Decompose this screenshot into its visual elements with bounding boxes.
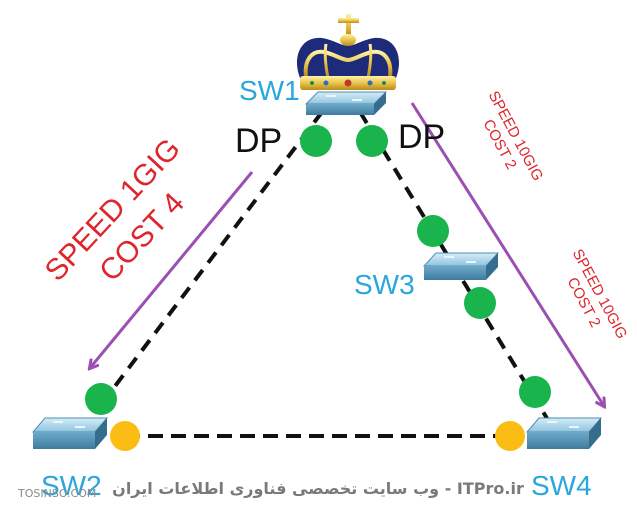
link-label-right-lower: SPEED 10GIG COST 2 xyxy=(563,246,630,342)
port-sw1-right-designated xyxy=(356,125,388,157)
switch-sw3-icon[interactable] xyxy=(422,252,500,280)
switch-sw1-icon[interactable] xyxy=(304,91,388,115)
footer-watermark: TOSINSO.COM xyxy=(17,487,96,500)
port-sw4-left-blocked xyxy=(495,421,525,451)
arrow-right-path xyxy=(410,102,604,406)
port-sw1-left-designated xyxy=(300,125,332,157)
switch-label-sw2: SW2 xyxy=(41,470,102,501)
port-sw4-up-root xyxy=(519,376,551,408)
switch-label-sw1: SW1 xyxy=(239,75,300,106)
switch-sw2-icon[interactable] xyxy=(31,417,109,449)
crown-icon xyxy=(296,14,400,90)
footer-site-text: ITPro.ir - وب سایت تخصصی فناوری اطلاعات … xyxy=(112,479,524,498)
port-sw2-up-root xyxy=(85,383,117,415)
link-sw1-sw2 xyxy=(95,110,324,412)
port-sw2-right-blocked xyxy=(110,421,140,451)
switch-label-sw4: SW4 xyxy=(531,470,592,501)
port-sw3-down-designated xyxy=(464,287,496,319)
port-sw3-up-designated xyxy=(417,215,449,247)
arrow-left-path xyxy=(90,171,254,368)
port-role-label-left: DP xyxy=(235,122,282,160)
link-label-left: SPEED 1GIG COST 4 xyxy=(39,132,191,288)
switch-label-sw3: SW3 xyxy=(354,269,415,300)
port-role-label-right: DP xyxy=(398,118,445,156)
switch-sw4-icon[interactable] xyxy=(525,417,603,449)
link-label-right-upper: SPEED 10GIG COST 2 xyxy=(479,88,546,184)
